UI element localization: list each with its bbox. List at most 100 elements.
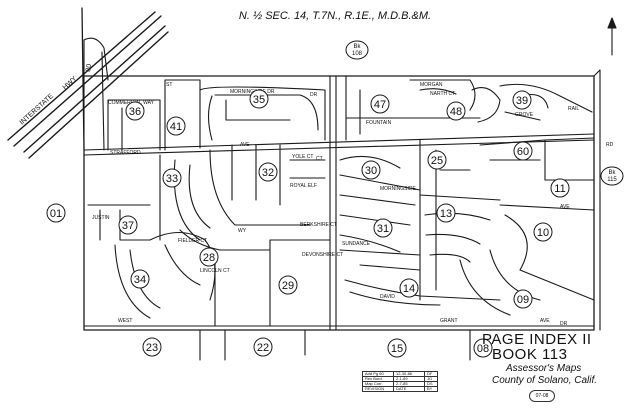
block-11 [544, 137, 595, 181]
svg-text:23: 23 [146, 342, 158, 354]
book-number: BOOK 113 [492, 346, 568, 363]
street-label-dr-2: DR [310, 92, 318, 98]
street-label-grant: GRANT [440, 318, 458, 324]
page-number-22: 22 [253, 337, 273, 357]
block-13 [419, 194, 501, 263]
page-number-23: 23 [142, 337, 162, 357]
map-header-title: N. ½ SEC. 14, T.7N., R.1E., M.D.B.&M. [239, 10, 431, 22]
svg-text:31: 31 [377, 223, 389, 235]
block-25 [419, 139, 471, 301]
page-number-35: 35 [249, 89, 269, 109]
street-label-80: 80 [85, 63, 93, 72]
block-36 [107, 99, 161, 151]
interstate-highway [7, 11, 169, 159]
freeway-ramp [83, 37, 109, 151]
block-14-09 [344, 249, 541, 316]
svg-text:22: 22 [257, 342, 269, 354]
block-41 [164, 79, 201, 151]
street-label-ave: AVE [240, 142, 250, 148]
east-road [593, 69, 601, 331]
svg-text:15: 15 [391, 343, 403, 355]
svg-text:48: 48 [450, 106, 462, 118]
page-number-36: 36 [125, 101, 145, 121]
street-label-st: ST [166, 82, 172, 88]
street-label-ct: CT [316, 156, 323, 162]
street-label-grove: GROVE [515, 112, 534, 118]
svg-text:35: 35 [253, 94, 265, 106]
street-label-david: DAVID [380, 294, 395, 300]
svg-text:47: 47 [374, 99, 386, 111]
page-number-29: 29 [278, 275, 298, 295]
revision-stamp: 07-08 [529, 390, 555, 402]
assessor-maps-label: Assessor's Maps [506, 363, 582, 374]
yole-royal-courts [289, 159, 326, 179]
street-label-ave-3: AVE [540, 318, 550, 324]
street-label-narth: NARTH CT [430, 91, 455, 97]
svg-text:01: 01 [50, 208, 62, 220]
svg-text:Bk: Bk [608, 170, 616, 176]
svg-text:11: 11 [554, 183, 565, 195]
page-numbers: 0108091011131415222325282930313233343536… [46, 89, 570, 358]
svg-text:39: 39 [516, 95, 528, 107]
page-number-39: 39 [512, 90, 532, 110]
street-label-justin: JUSTIN [92, 215, 110, 221]
svg-text:08: 08 [477, 343, 489, 355]
street-label-lincoln: LINCOLN CT [200, 268, 230, 274]
page-number-37: 37 [118, 215, 138, 235]
svg-text:33: 33 [166, 173, 178, 185]
page-number-09: 09 [513, 289, 533, 309]
svg-text:115: 115 [607, 177, 617, 183]
svg-text:09: 09 [517, 294, 529, 306]
county-label: County of Solano, Calif. [492, 375, 598, 386]
block-28 [164, 229, 271, 327]
page-number-32: 32 [258, 162, 278, 182]
block-48 [409, 79, 501, 123]
block-33 [159, 154, 211, 241]
svg-text:14: 14 [403, 283, 415, 295]
svg-text:10: 10 [537, 227, 549, 239]
page-number-34: 34 [130, 269, 150, 289]
street-label-wy: WY [238, 228, 247, 234]
block-29 [269, 239, 331, 327]
street-label-fielder: FIELDER CT [178, 238, 207, 244]
block-60 [479, 139, 546, 181]
south-roads [199, 329, 471, 361]
page-number-14: 14 [399, 278, 419, 298]
book-ref-115: Bk 115 [600, 166, 624, 186]
svg-text:32: 32 [262, 167, 274, 179]
street-label-ave-2: AVE [560, 204, 570, 210]
street-label-morgan: MORGAN [420, 82, 443, 88]
block-35-loop [199, 86, 326, 141]
street-label-rail: RAIL [568, 106, 579, 112]
page-number-11: 11 [550, 178, 570, 198]
street-label-berkshire: BERKSHIRE CT [300, 222, 337, 228]
street-label-morningside-2: MORNINGSIDE [380, 186, 417, 192]
svg-text:36: 36 [129, 106, 141, 118]
street-label-devonshire: DEVONSHIRE CT [302, 252, 343, 258]
page-number-28: 28 [199, 247, 219, 267]
street-label-dr: DR [560, 321, 568, 327]
page-number-47: 47 [370, 94, 390, 114]
page-number-33: 33 [162, 168, 182, 188]
svg-text:Bk: Bk [353, 44, 361, 50]
street-label-west: WEST [118, 318, 132, 324]
page-number-08: 08 [473, 338, 493, 358]
bottom-road [83, 325, 595, 331]
svg-text:29: 29 [282, 280, 294, 292]
street-label-rd: RD [606, 142, 614, 148]
block-10 [499, 204, 595, 301]
svg-text:41: 41 [170, 121, 182, 133]
street-label-fountain: FOUNTAIN [366, 120, 392, 126]
page-number-31: 31 [373, 218, 393, 238]
page-number-01: 01 [46, 203, 66, 223]
svg-text:28: 28 [203, 252, 215, 264]
page-number-48: 48 [446, 101, 466, 121]
morningside-dr [207, 95, 291, 141]
svg-text:34: 34 [134, 274, 146, 286]
page-number-15: 15 [387, 338, 407, 358]
block-32 [209, 144, 311, 226]
street-label-hwy: HWY [62, 75, 79, 91]
